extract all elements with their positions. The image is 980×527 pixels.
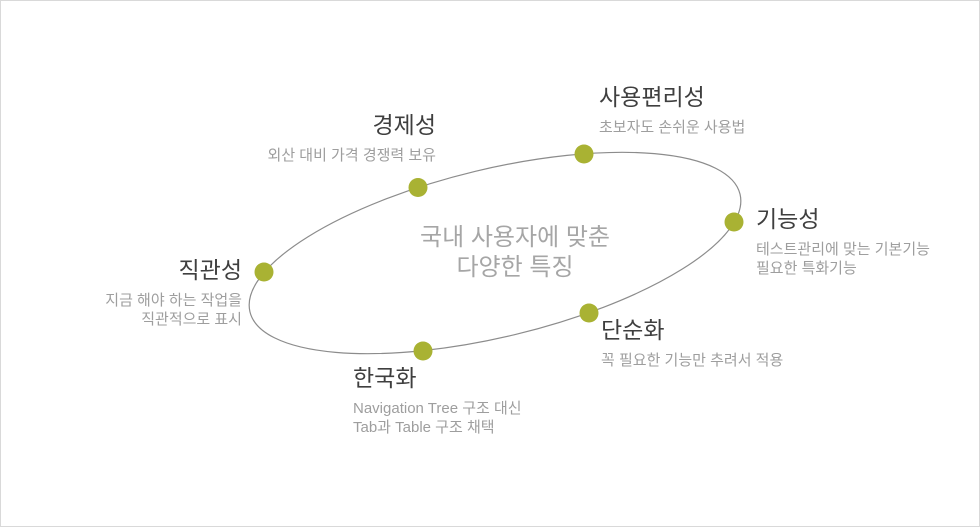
feature-koreanization-title: 한국화 <box>353 365 417 391</box>
node-dot-koreanization <box>413 341 433 361</box>
node-dot-functionality <box>724 212 744 232</box>
feature-koreanization-desc-line2: Tab과 Table 구조 채택 <box>353 419 495 436</box>
feature-simplification-desc: 꼭 필요한 기능만 추려서 적용 <box>601 352 784 369</box>
feature-economy: 경제성 외산 대비 가격 경쟁력 보유 <box>268 110 436 165</box>
feature-functionality: 기능성 테스트관리에 맞는 기본기능 필요한 특화기능 <box>756 204 930 278</box>
feature-functionality-title: 기능성 <box>756 206 820 232</box>
feature-simplification-title: 단순화 <box>601 317 665 343</box>
feature-intuitiveness-title: 직관성 <box>178 257 242 283</box>
center-label-line2: 다양한 특징 <box>456 254 574 281</box>
feature-functionality-desc-line1: 테스트관리에 맞는 기본기능 <box>756 241 930 258</box>
node-dot-usability <box>574 144 594 164</box>
ellipse-path <box>248 151 742 355</box>
feature-intuitiveness-desc-line2: 직관적으로 표시 <box>141 311 242 328</box>
feature-koreanization-desc-line1: Navigation Tree 구조 대신 <box>353 400 522 417</box>
node-dot-simplification <box>579 303 599 323</box>
feature-economy-desc: 외산 대비 가격 경쟁력 보유 <box>267 147 436 164</box>
node-dot-intuitiveness <box>254 262 274 282</box>
feature-intuitiveness-desc-line1: 지금 해야 하는 작업을 <box>105 292 242 309</box>
feature-usability-desc: 초보자도 손쉬운 사용법 <box>599 119 746 136</box>
center-label: 국내 사용자에 맞춘 다양한 특징 <box>365 223 665 283</box>
node-dot-economy <box>408 178 428 197</box>
feature-simplification: 단순화 꼭 필요한 기능만 추려서 적용 <box>601 315 783 370</box>
feature-usability: 사용편리성 초보자도 손쉬운 사용법 <box>599 82 745 137</box>
feature-intuitiveness: 직관성 지금 해야 하는 작업을 직관적으로 표시 <box>105 255 242 329</box>
feature-koreanization: 한국화 Navigation Tree 구조 대신 Tab과 Table 구조 … <box>353 363 522 437</box>
feature-usability-title: 사용편리성 <box>599 84 705 110</box>
center-label-line1: 국내 사용자에 맞춘 <box>420 224 610 251</box>
feature-economy-title: 경제성 <box>372 112 436 138</box>
feature-functionality-desc-line2: 필요한 특화기능 <box>756 260 857 277</box>
